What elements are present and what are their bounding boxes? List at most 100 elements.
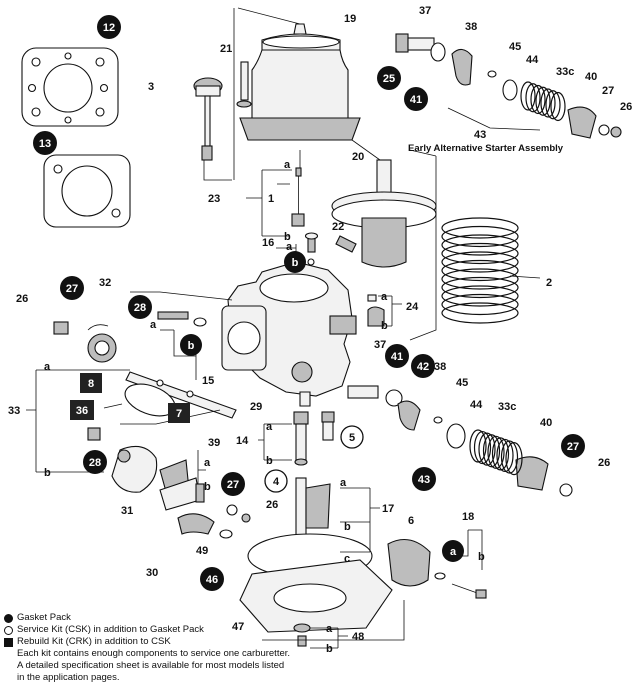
part-label: 44 — [470, 399, 483, 411]
drain-screw — [434, 572, 487, 599]
leader-lines — [26, 7, 541, 649]
spring-coil — [441, 268, 519, 290]
spring-coil — [487, 435, 505, 469]
gasket-callout: 42 — [411, 354, 435, 378]
part-label: 30 — [146, 567, 158, 579]
callout-label: 25 — [383, 73, 395, 85]
gasket-callout: b — [180, 334, 202, 356]
gasket-callout: 13 — [33, 131, 57, 155]
gasket-callout: 27 — [221, 472, 245, 496]
part-label: 33 — [8, 405, 20, 417]
part-label: b — [478, 551, 485, 563]
part-label: a — [150, 319, 157, 331]
nut-26-lower — [226, 504, 251, 523]
legend-note-3: in the application pages. — [17, 672, 120, 683]
part-label: 32 — [99, 277, 111, 289]
callout-label: 27 — [66, 283, 78, 295]
open-circle-icon — [4, 625, 13, 635]
part-label: 29 — [250, 401, 262, 413]
gasket-callout: 41 — [385, 344, 409, 368]
heat-shield — [387, 538, 431, 587]
part-label: 27 — [602, 85, 614, 97]
top-screw — [304, 232, 319, 266]
jet-needle — [291, 167, 305, 227]
part-label: a — [326, 623, 333, 635]
spring-coil — [441, 217, 519, 239]
callout-label: 41 — [391, 351, 403, 363]
callout-label: 28 — [89, 457, 101, 469]
part-label: 33c — [556, 66, 574, 78]
legend-text-gasket: Gasket Pack — [17, 612, 71, 623]
part-label: 15 — [202, 375, 214, 387]
callout-label: 36 — [76, 405, 88, 417]
spring-coil — [441, 259, 519, 282]
needle-valve — [321, 411, 335, 441]
gasket-callout: 27 — [60, 276, 84, 300]
lifting-pin — [335, 235, 357, 253]
part-label: b — [266, 455, 273, 467]
part-label: 26 — [266, 499, 278, 511]
service-callout: 5 — [340, 425, 364, 449]
part-label: 14 — [236, 435, 249, 447]
part-label: a — [266, 421, 273, 433]
lever-bracket — [159, 477, 205, 511]
rebuild-callout: 8 — [80, 373, 102, 393]
part-label: 43 — [474, 129, 486, 141]
part-label: 49 — [196, 545, 208, 557]
service-callout: 4 — [264, 469, 288, 493]
callout-label: a — [450, 546, 457, 558]
spring-coil — [550, 91, 566, 122]
filled-square-icon — [4, 637, 13, 647]
callout-label: 46 — [206, 574, 218, 586]
part-label: 45 — [456, 377, 468, 389]
callout-label: 27 — [227, 479, 239, 491]
part-label: a — [44, 361, 51, 373]
part-label: 2 — [546, 277, 552, 289]
flange-gasket-12 — [21, 47, 119, 127]
gasket-callout: 28 — [128, 295, 152, 319]
spring-coil — [473, 430, 492, 465]
spring-coil — [441, 251, 519, 273]
washer-49 — [219, 529, 233, 539]
filled-circle-icon — [4, 613, 13, 623]
stop-screw — [157, 311, 207, 327]
part-label: 37 — [419, 5, 431, 17]
spring-coil — [545, 90, 561, 120]
throttle-spindle — [125, 371, 237, 419]
spring-coil — [482, 434, 501, 468]
part-drawings — [21, 23, 622, 647]
part-label: a — [284, 159, 291, 171]
rebuild-callout: 36 — [70, 400, 94, 420]
gasket-callout: 41 — [404, 87, 428, 111]
spring-coil — [540, 88, 556, 118]
spring-coil — [525, 83, 541, 113]
part-label: b — [204, 481, 211, 493]
part-label: c — [344, 553, 350, 565]
part-label: 20 — [352, 151, 364, 163]
part-label: 38 — [465, 21, 477, 33]
part-label: 16 — [262, 237, 274, 249]
spring-coil — [520, 81, 536, 111]
part-label: 26 — [16, 293, 28, 305]
spring-coil — [441, 302, 519, 324]
callout-label: b — [292, 257, 299, 269]
part-label: 45 — [509, 41, 521, 53]
part-label: 26 — [620, 101, 632, 113]
part-label: 23 — [208, 193, 220, 205]
callout-label: 12 — [103, 22, 115, 34]
part-label: 17 — [382, 503, 394, 515]
gasket-callout: 12 — [97, 15, 121, 39]
callout-label: 41 — [410, 94, 422, 106]
carburettor-body — [221, 261, 357, 407]
callout-label: 5 — [349, 432, 355, 444]
legend-row-rebuild: Rebuild Kit (CRK) in addition to CSK — [4, 636, 334, 648]
callout-label: 4 — [273, 476, 280, 488]
part-label: 47 — [232, 621, 244, 633]
gasket-callout: 27 — [561, 434, 585, 458]
part-label: a — [204, 457, 211, 469]
fast-idle-cam — [177, 513, 215, 535]
starter-spring-lower — [469, 429, 523, 476]
part-label: 22 — [332, 221, 344, 233]
